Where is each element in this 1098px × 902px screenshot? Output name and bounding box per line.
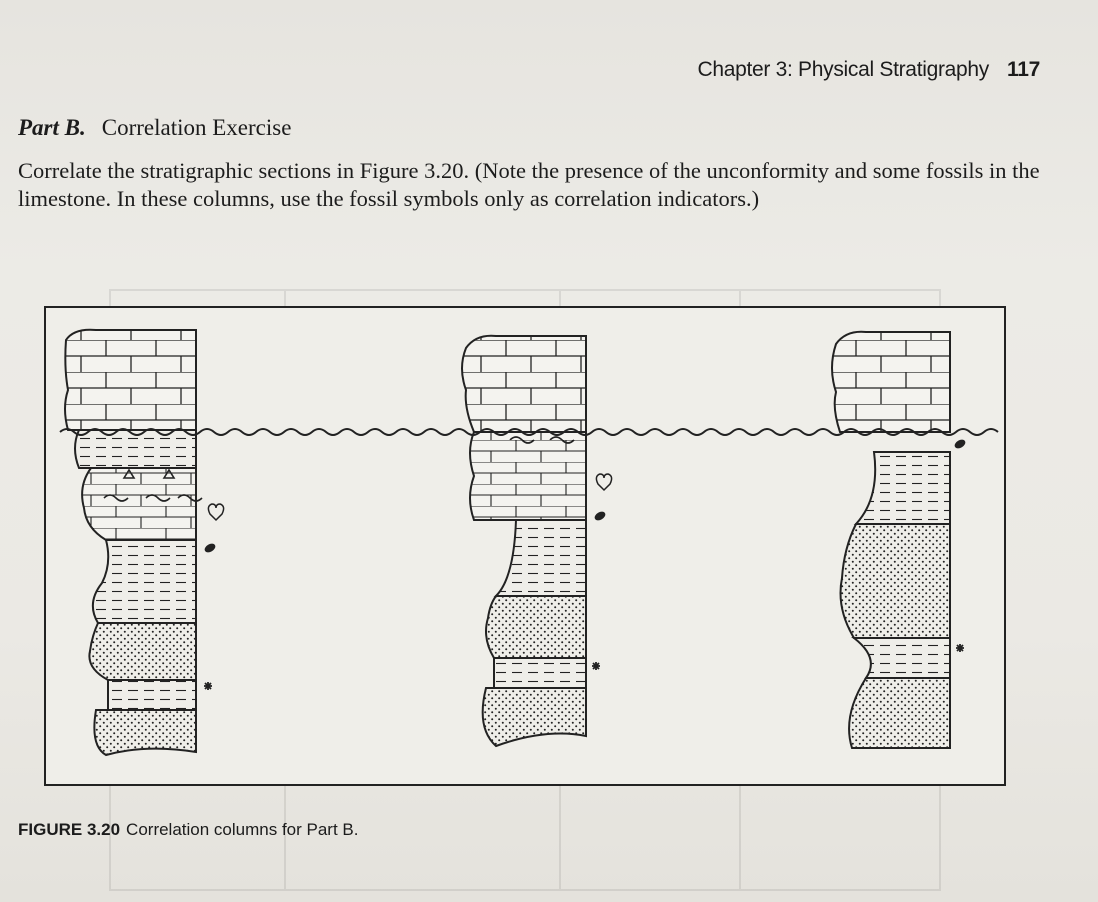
shale-bed <box>493 519 587 597</box>
sandstone-basal-bed <box>93 709 197 757</box>
figure-drawing <box>59 328 999 757</box>
stratigraphic-column-1 <box>64 328 225 757</box>
fossil-symbols-col2 <box>592 473 613 670</box>
chapter-title: Chapter 3: Physical Stratigraphy <box>697 58 990 81</box>
fossil-symbols-col1 <box>204 503 225 690</box>
figure-correlation-columns <box>44 306 1006 786</box>
sandstone-bed <box>485 595 587 659</box>
limestone-fossil-bed <box>469 431 587 521</box>
section-title: Correlation Exercise <box>101 115 292 140</box>
running-header: Chapter 3: Physical Stratigraphy 117 <box>697 58 1040 82</box>
limestone-upper-bed <box>461 334 587 433</box>
shale-thin-bed <box>851 637 951 679</box>
shale-thin-bed <box>107 679 197 711</box>
figure-label: FIGURE 3.20 <box>18 820 121 839</box>
section-heading: Part B. Correlation Exercise <box>18 115 291 141</box>
limestone-upper-bed <box>831 330 951 433</box>
sandstone-basal-bed <box>481 687 587 748</box>
unconformity-line <box>59 428 999 436</box>
sandstone-bed <box>839 523 951 639</box>
shale-bed <box>853 451 951 525</box>
shale-lower-bed <box>91 539 197 624</box>
stratigraphic-column-3 <box>831 330 966 749</box>
figure-caption-text: Correlation columns for Part B. <box>126 820 359 839</box>
fossil-tilde-symbols <box>103 468 203 502</box>
stratigraphic-column-2 <box>461 334 613 748</box>
page-number: 117 <box>1007 58 1040 81</box>
figure-caption: FIGURE 3.20 Correlation columns for Part … <box>18 820 358 840</box>
sandstone-basal-bed <box>848 677 951 749</box>
sandstone-bed <box>88 622 197 681</box>
fossil-symbols-col3 <box>954 439 966 652</box>
section-label: Part B. <box>18 115 86 140</box>
body-paragraph: Correlate the stratigraphic sections in … <box>18 158 1040 211</box>
shale-thin-bed <box>493 657 587 689</box>
limestone-upper-bed <box>64 328 197 431</box>
fossil-tilde-symbols <box>509 436 575 444</box>
limestone-fossil-bed <box>81 467 197 541</box>
